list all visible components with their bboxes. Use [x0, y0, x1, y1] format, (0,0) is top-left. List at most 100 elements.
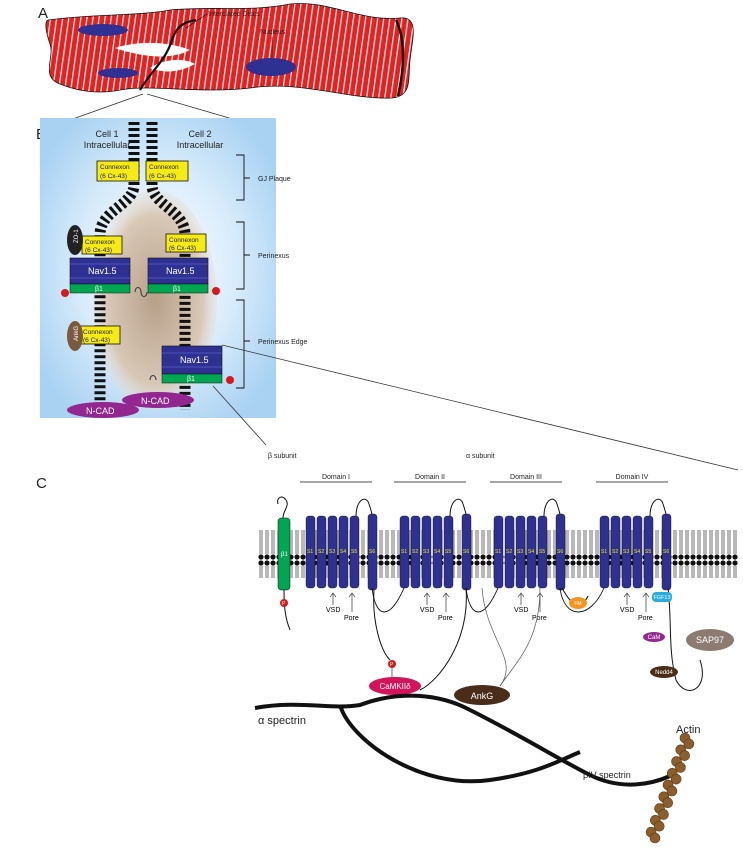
segment-label: S6	[369, 549, 375, 555]
membrane-cell1	[94, 122, 140, 410]
label-pore: Pore	[344, 615, 359, 622]
panel-label-a: A	[38, 5, 48, 22]
svg-text:Domain IV: Domain IV	[616, 474, 649, 481]
svg-text:CaM: CaM	[648, 635, 661, 641]
phospho-site	[212, 287, 220, 295]
pore-arrow	[348, 592, 356, 612]
label-beta-subunit: β subunit	[268, 453, 297, 460]
label-vsd: VSD	[514, 607, 528, 614]
segment-label: S3	[623, 549, 629, 555]
segment-label: S5	[445, 549, 451, 555]
segment-label: S6	[663, 549, 669, 555]
connexon-gj-left: Connexon (6 Cx-43)	[96, 160, 140, 182]
label-nucleus: Nucleus	[260, 29, 286, 36]
segment-label: S5	[645, 549, 651, 555]
svg-text:(6 Cx-43): (6 Cx-43)	[149, 173, 176, 180]
sap97-protein: SAP97	[686, 629, 734, 651]
svg-text:(6 Cx-43): (6 Cx-43)	[100, 173, 127, 180]
svg-text:N-CAD: N-CAD	[141, 396, 170, 406]
svg-text:β1: β1	[95, 286, 103, 293]
svg-text:Nav1.5: Nav1.5	[88, 266, 117, 276]
transmembrane-segment	[537, 515, 548, 589]
interdomain-linker	[559, 587, 605, 613]
svg-text:CaMKIIδ: CaMKIIδ	[379, 682, 411, 691]
label-perinexus: Perinexus	[258, 253, 290, 260]
label-pore: Pore	[532, 615, 547, 622]
myocyte-cell	[45, 3, 414, 99]
label-alpha-subunit: α subunit	[466, 453, 495, 460]
segment-label: S4	[340, 549, 346, 555]
transmembrane-segment	[410, 515, 421, 589]
segment-label: S1	[307, 549, 313, 555]
segment-label: S6	[557, 549, 563, 555]
phospho-site-camkii: P	[388, 660, 396, 678]
ankg-protein-c: AnkG	[454, 685, 510, 705]
transmembrane-segment	[349, 515, 360, 589]
domain-headers: Domain I Domain II Domain III Domain IV	[300, 474, 668, 483]
svg-text:N-CAD: N-CAD	[86, 406, 115, 416]
label-cell1-line1: Cell 1	[95, 129, 118, 139]
transmembrane-segment	[621, 515, 632, 589]
label-gj-plaque: GJ Plaque	[258, 176, 291, 183]
segment-label: S1	[601, 549, 607, 555]
segment-label: S4	[528, 549, 534, 555]
svg-text:Connexon: Connexon	[83, 329, 113, 336]
connexon-edge: Connexon (6 Cx-43)	[79, 325, 121, 345]
label-alpha-spectrin: α spectrin	[258, 715, 306, 727]
nav15-left: Nav1.5 β1	[69, 257, 131, 294]
interdomain-linker	[465, 587, 499, 613]
segment-label: S3	[329, 549, 335, 555]
segment-label: S3	[517, 549, 523, 555]
svg-text:Connexon: Connexon	[149, 164, 179, 171]
beta-subunit: β1 P	[277, 496, 291, 631]
svg-text:(6 Cx-43): (6 Cx-43)	[83, 337, 110, 344]
svg-text:Connexon: Connexon	[85, 239, 115, 246]
transmembrane-segment	[632, 515, 643, 589]
transmembrane-segment-s6	[661, 513, 672, 591]
vsd-arrow	[329, 592, 337, 605]
vsd-arrow	[623, 592, 631, 605]
actin-bead	[670, 773, 682, 785]
membrane-cell2	[146, 122, 191, 410]
ankg-protein-b: AnkG	[67, 321, 83, 351]
pore-loop	[649, 498, 667, 517]
actin-bead	[662, 797, 674, 809]
svg-text:FM: FM	[574, 601, 581, 607]
svg-text:Domain III: Domain III	[510, 474, 542, 481]
pore-loop	[449, 498, 467, 517]
actin-bead	[666, 785, 678, 797]
interdomain-linker	[371, 587, 405, 613]
segment-label: S6	[463, 549, 469, 555]
panel-label-c: C	[36, 475, 47, 492]
actin-filament	[645, 732, 695, 844]
svg-text:FGF13: FGF13	[653, 595, 670, 601]
svg-text:P: P	[282, 601, 286, 607]
actin-bead	[653, 820, 665, 832]
label-cell2-line1: Cell 2	[188, 129, 211, 139]
label-pore: Pore	[638, 615, 653, 622]
ncad-left: N-CAD	[67, 402, 139, 418]
label-pore: Pore	[438, 615, 453, 622]
pore-loop	[355, 498, 373, 517]
transmembrane-segment	[504, 515, 515, 589]
connexon-gj-right: Connexon (6 Cx-43)	[145, 160, 189, 182]
nucleus-shape	[98, 68, 138, 78]
camkii-protein: CaMKIIδ	[369, 677, 421, 695]
svg-text:Nav1.5: Nav1.5	[166, 266, 195, 276]
transmembrane-segment	[338, 515, 349, 589]
transmembrane-segment	[421, 515, 432, 589]
segment-label: S3	[423, 549, 429, 555]
label-vsd: VSD	[420, 607, 434, 614]
label-intercalated-discs: Interclated Discs	[208, 11, 260, 18]
fm-motif: FM	[569, 597, 587, 609]
label-actin: Actin	[676, 724, 700, 736]
svg-text:(6 Cx-43): (6 Cx-43)	[85, 247, 112, 254]
phospho-site	[61, 289, 69, 297]
ncad-right: N-CAD	[122, 392, 194, 408]
segment-label: S2	[318, 549, 324, 555]
label-beta-iv-spectrin: βIV spectrin	[583, 770, 631, 780]
svg-text:Nedd4: Nedd4	[655, 670, 673, 676]
segment-label: S2	[412, 549, 418, 555]
spectrin-network	[254, 693, 671, 787]
